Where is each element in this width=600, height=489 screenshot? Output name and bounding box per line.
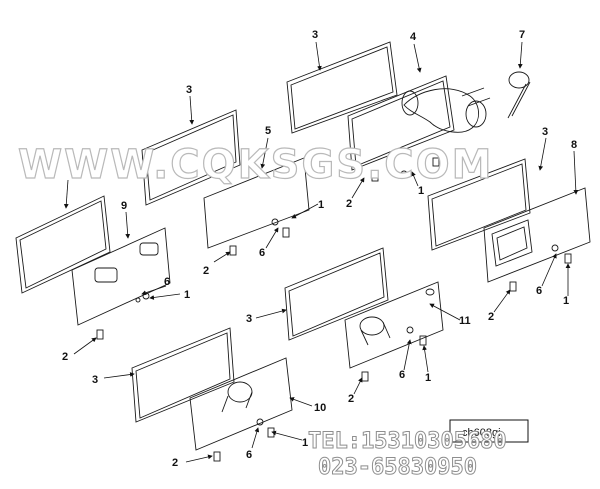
- callout-2: 2: [488, 311, 494, 323]
- callout-labels: 3 4 7 3 5 3 8 9 2 1 1 6 2 6 1 2 3 11 2 6…: [62, 29, 577, 469]
- gasket-lower-left: [131, 327, 235, 423]
- gasket-upper-left: [141, 109, 241, 206]
- callout-4: 4: [410, 31, 417, 43]
- callout-6: 6: [536, 285, 542, 297]
- drawing-code: ch608gi: [462, 427, 501, 439]
- callout-3: 3: [246, 313, 252, 325]
- callout-6: 6: [259, 247, 265, 259]
- cover-plate-with-window: [483, 187, 591, 283]
- callout-5: 5: [265, 125, 271, 137]
- callout-3: 3: [312, 29, 318, 41]
- watermark-site: WWW.CQKSGS.COM: [18, 142, 493, 188]
- gasket-middle: [284, 247, 389, 341]
- callout-7: 7: [519, 29, 525, 41]
- callout-1: 1: [563, 295, 569, 307]
- callout-6: 6: [246, 449, 252, 461]
- callout-6: 6: [164, 276, 170, 288]
- cover-plate-upper-left: [203, 157, 310, 249]
- callout-1: 1: [318, 199, 324, 211]
- hose-clamp: [507, 71, 531, 119]
- callout-10: 10: [314, 402, 326, 414]
- callout-3: 3: [186, 84, 192, 96]
- callout-1: 1: [425, 372, 431, 384]
- callout-6: 6: [399, 369, 405, 381]
- callout-11: 11: [459, 315, 471, 327]
- callout-2: 2: [203, 265, 209, 277]
- outlet-elbow: [401, 87, 491, 133]
- callout-9: 9: [121, 200, 127, 212]
- cover-plate-with-outlet: [347, 75, 455, 171]
- gasket-far-left: [15, 195, 111, 294]
- callout-1: 1: [184, 289, 190, 301]
- callout-3: 3: [92, 374, 98, 386]
- callout-3: 3: [542, 126, 548, 138]
- leader-lines: [63, 41, 579, 463]
- callout-2: 2: [346, 198, 352, 210]
- callout-2: 2: [348, 393, 354, 405]
- callout-1: 1: [418, 185, 424, 197]
- callout-8: 8: [571, 139, 577, 151]
- cover-plate-lower-with-pipe: [189, 357, 293, 451]
- gasket-top-center: [286, 41, 398, 134]
- drawing-code-box: ch608gi: [449, 419, 529, 443]
- watermark-tel: TEL:15310305680: [308, 429, 507, 454]
- gasket-right: [427, 158, 531, 251]
- cover-plate-with-fitting: [71, 227, 171, 326]
- callout-2: 2: [62, 351, 68, 363]
- callout-1: 1: [302, 437, 308, 449]
- cover-plate-with-pipe: [344, 281, 444, 369]
- watermark-phone: 023-65830950: [318, 455, 477, 480]
- callout-2: 2: [172, 457, 178, 469]
